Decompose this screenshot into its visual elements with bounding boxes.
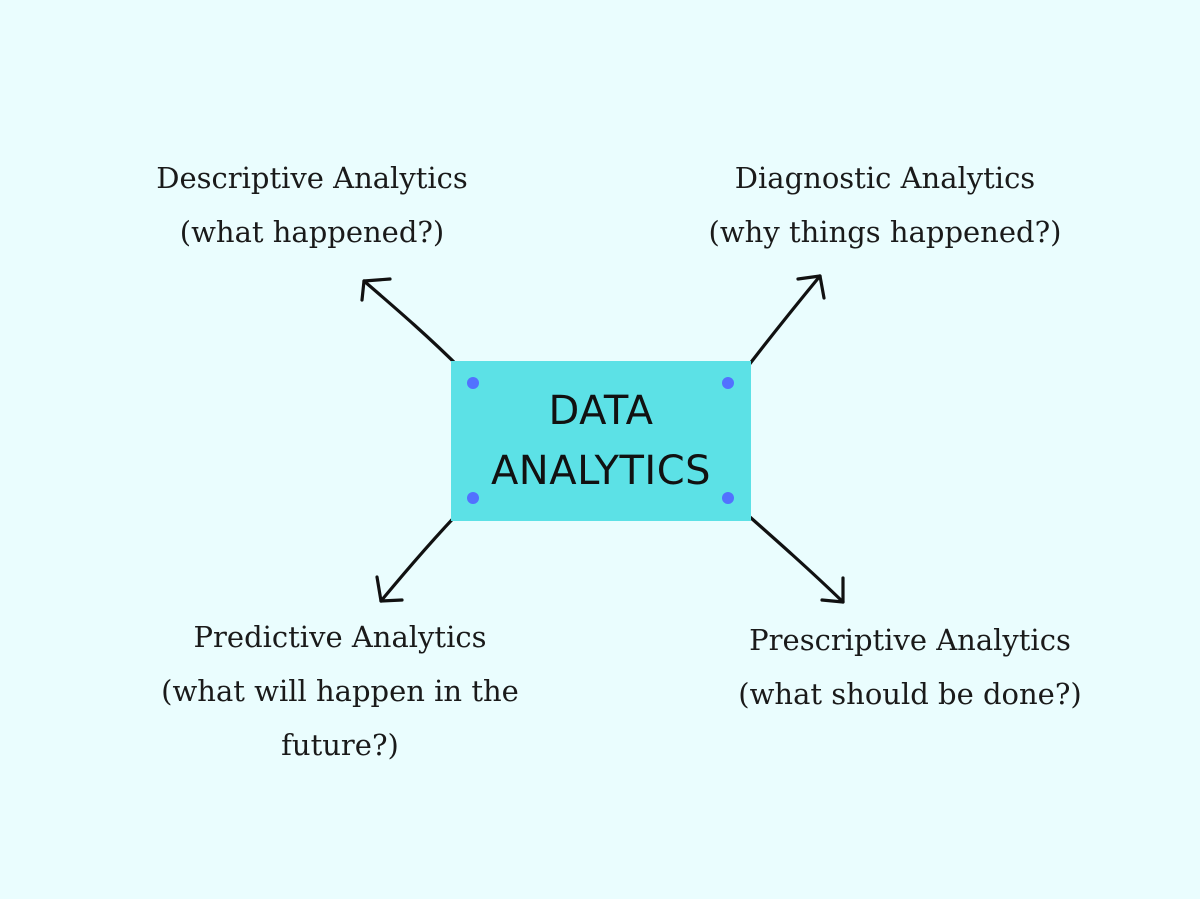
connector-dot-bottom-right xyxy=(722,492,734,504)
predictive-subtitle-line1: (what will happen in the xyxy=(161,674,519,708)
arrow-to-prescriptive xyxy=(740,508,845,604)
diagnostic-label: Diagnostic Analytics (why things happene… xyxy=(675,151,1095,259)
arrow-to-descriptive xyxy=(360,277,464,372)
arrow-to-diagnostic xyxy=(740,274,826,376)
descriptive-subtitle: (what happened?) xyxy=(179,215,445,249)
predictive-subtitle-line2: future?) xyxy=(281,728,399,762)
prescriptive-title: Prescriptive Analytics xyxy=(749,623,1071,657)
diagnostic-title: Diagnostic Analytics xyxy=(734,161,1036,195)
connector-dot-top-left xyxy=(467,377,479,389)
data-analytics-box: DATA ANALYTICS xyxy=(451,361,751,521)
center-title-line2: ANALYTICS xyxy=(490,448,712,494)
center-title-line1: DATA xyxy=(548,388,654,434)
connector-dot-bottom-left xyxy=(467,492,479,504)
predictive-title: Predictive Analytics xyxy=(193,620,487,654)
diagnostic-subtitle: (why things happened?) xyxy=(708,215,1062,249)
descriptive-label: Descriptive Analytics (what happened?) xyxy=(112,151,512,259)
prescriptive-subtitle: (what should be done?) xyxy=(738,677,1082,711)
descriptive-title: Descriptive Analytics xyxy=(156,161,468,195)
connector-dot-top-right xyxy=(722,377,734,389)
arrow-to-predictive xyxy=(375,505,466,603)
prescriptive-label: Prescriptive Analytics (what should be d… xyxy=(700,613,1120,721)
predictive-label: Predictive Analytics (what will happen i… xyxy=(120,610,560,772)
